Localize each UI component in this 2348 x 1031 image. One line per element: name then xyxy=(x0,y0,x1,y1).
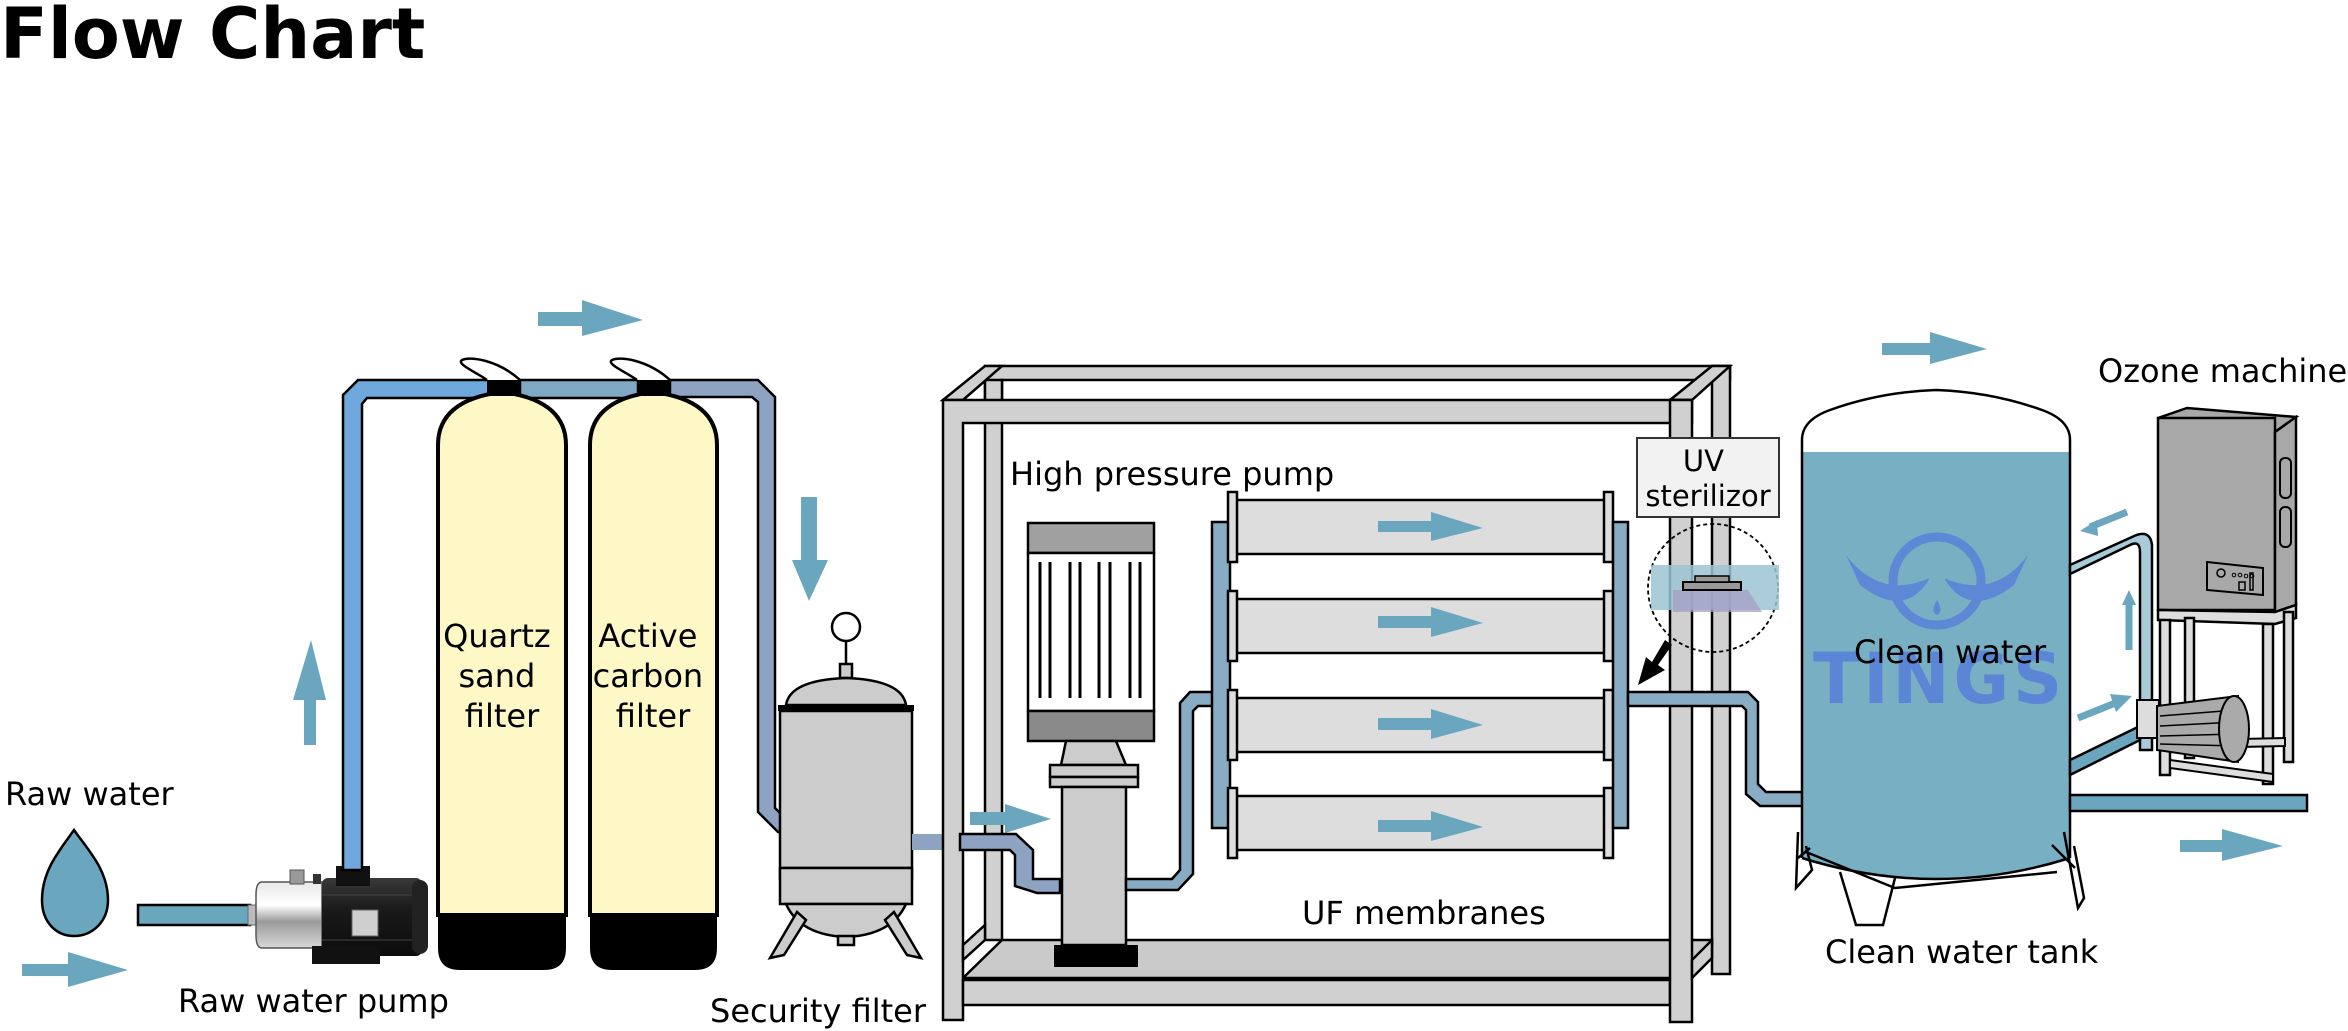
high-pressure-pump-label: High pressure pump xyxy=(1010,455,1334,493)
ozone-machine-label: Ozone machine xyxy=(2098,352,2347,390)
active-carbon-filter: Active carbon filter xyxy=(588,357,719,970)
active-carbon-filter-label: Active carbon filter xyxy=(593,617,714,735)
uf-inlet-manifold xyxy=(1210,520,1232,830)
flow-arrow-top-tank xyxy=(1882,332,1987,364)
raw-water-pump-label: Raw water pump xyxy=(178,982,449,1020)
flow-arrow-uf-4 xyxy=(1378,811,1483,841)
flow-arrow-down xyxy=(792,497,828,601)
security-filter-label: Security filter xyxy=(710,992,927,1030)
raw-water-section: Raw water xyxy=(5,775,175,987)
page-title: Flow Chart xyxy=(0,0,425,75)
flow-arrow-top-filters xyxy=(538,300,643,336)
uf-membranes-label: UF membranes xyxy=(1302,894,1546,932)
raw-water-pump xyxy=(247,866,428,964)
uf-membrane xyxy=(1226,786,1615,860)
uf-outlet-manifold xyxy=(1611,520,1630,830)
flow-arrow-output xyxy=(2180,829,2283,861)
clean-water-tank-label: Clean water tank xyxy=(1825,933,2099,971)
pipe-quartz-to-carbon xyxy=(518,378,640,400)
watermark-text: TINGS xyxy=(1813,638,2066,720)
uv-sterilizer-label: UV sterilizor xyxy=(1645,444,1770,513)
uf-membranes xyxy=(1226,490,1615,860)
uv-pointer-arrow-icon xyxy=(1638,640,1672,685)
flow-arrow-uf-3 xyxy=(1378,709,1483,739)
quartz-sand-filter: Quartz sand filter xyxy=(436,357,568,970)
security-filter xyxy=(767,611,924,960)
pipe-to-hp-pump xyxy=(958,832,1062,895)
high-pressure-pump xyxy=(1026,521,1156,967)
equipment-rack-frame xyxy=(939,364,1734,1024)
uf-membrane xyxy=(1226,589,1615,663)
flow-arrow-raw-in xyxy=(22,952,128,987)
watermark-logo xyxy=(1846,532,2028,630)
flow-arrow-hp-pump-in xyxy=(970,804,1051,833)
pipe-security-to-frame xyxy=(912,834,945,850)
raw-water-label: Raw water xyxy=(5,775,175,813)
flow-arrow-uf-1 xyxy=(1378,512,1483,541)
tank-outlet-pipe xyxy=(2068,793,2309,813)
uv-sterilizer: UV sterilizor xyxy=(1636,437,1780,685)
flow-arrow-up xyxy=(293,640,326,745)
flow-arrow-uf-2 xyxy=(1378,607,1483,637)
quartz-sand-filter-label: Quartz sand filter xyxy=(443,617,561,735)
uf-membrane xyxy=(1226,490,1615,564)
clean-water-inner-label: Clean water xyxy=(1854,633,2047,671)
uf-membrane xyxy=(1226,688,1615,762)
water-drop-icon xyxy=(40,827,110,938)
ozone-machine xyxy=(2068,406,2300,786)
inlet-pipe xyxy=(136,903,252,927)
clean-water-tank: TINGS Clean water xyxy=(1794,388,2086,927)
